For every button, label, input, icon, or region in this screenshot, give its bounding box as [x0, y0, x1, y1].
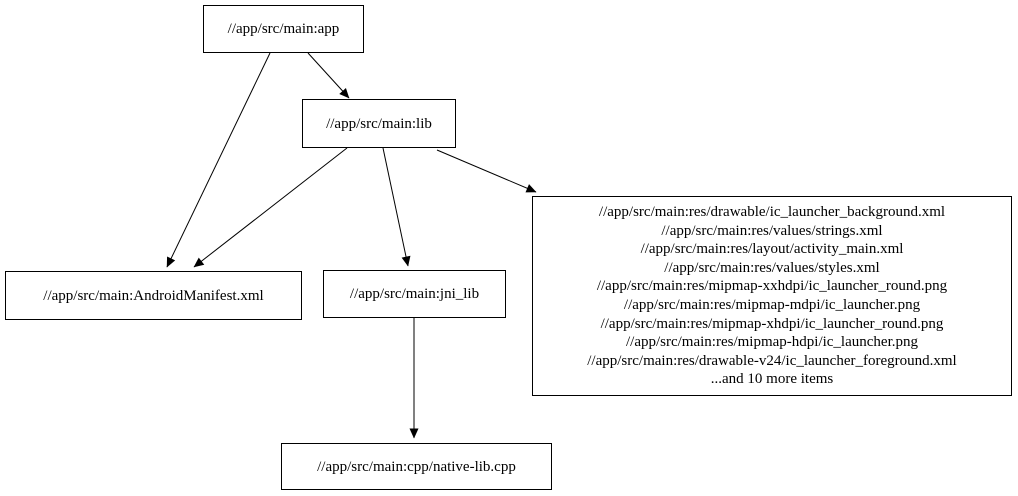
edge-lib-to-manifest [193, 147, 348, 268]
res-files-more-items: ...and 10 more items [710, 371, 834, 388]
edge-app-to-lib [307, 52, 350, 99]
node-native-lib-cpp: //app/src/main:cpp/native-lib.cpp [281, 443, 552, 490]
node-lib: //app/src/main:lib [302, 99, 456, 148]
node-jni-lib-label: //app/src/main:jni_lib [349, 286, 480, 302]
node-jni-lib: //app/src/main:jni_lib [323, 270, 506, 318]
node-lib-label: //app/src/main:lib [326, 115, 432, 132]
node-native-lib-cpp-label: //app/src/main:cpp/native-lib.cpp [317, 458, 516, 475]
edge-lib-to-jni-lib [382, 147, 411, 267]
res-file-item: //app/src/main:res/layout/activity_main.… [640, 241, 904, 258]
edge-app-to-manifest [166, 52, 271, 268]
res-file-item: //app/src/main:res/mipmap-hdpi/ic_launch… [625, 334, 918, 351]
node-android-manifest-label: //app/src/main:AndroidManifest.xml [43, 287, 264, 304]
res-file-item: //app/src/main:res/drawable/ic_launcher_… [598, 204, 946, 221]
res-file-item: //app/src/main:res/mipmap-mdpi/ic_launch… [623, 297, 921, 313]
node-app-label: //app/src/main:app [227, 21, 340, 37]
edge-lib-to-res-files [436, 149, 537, 193]
node-android-manifest: //app/src/main:AndroidManifest.xml [5, 271, 302, 320]
res-file-item: //app/src/main:res/mipmap-xhdpi/ic_launc… [600, 315, 944, 332]
node-res-files: //app/src/main:res/drawable/ic_launcher_… [532, 196, 1012, 396]
res-file-item: //app/src/main:res/mipmap-xxhdpi/ic_laun… [596, 278, 948, 295]
res-file-item: //app/src/main:res/drawable-v24/ic_launc… [587, 352, 957, 369]
res-file-item: //app/src/main:res/values/styles.xml [664, 259, 880, 276]
res-file-item: //app/src/main:res/values/strings.xml [661, 222, 883, 239]
node-app: //app/src/main:app [203, 5, 364, 53]
